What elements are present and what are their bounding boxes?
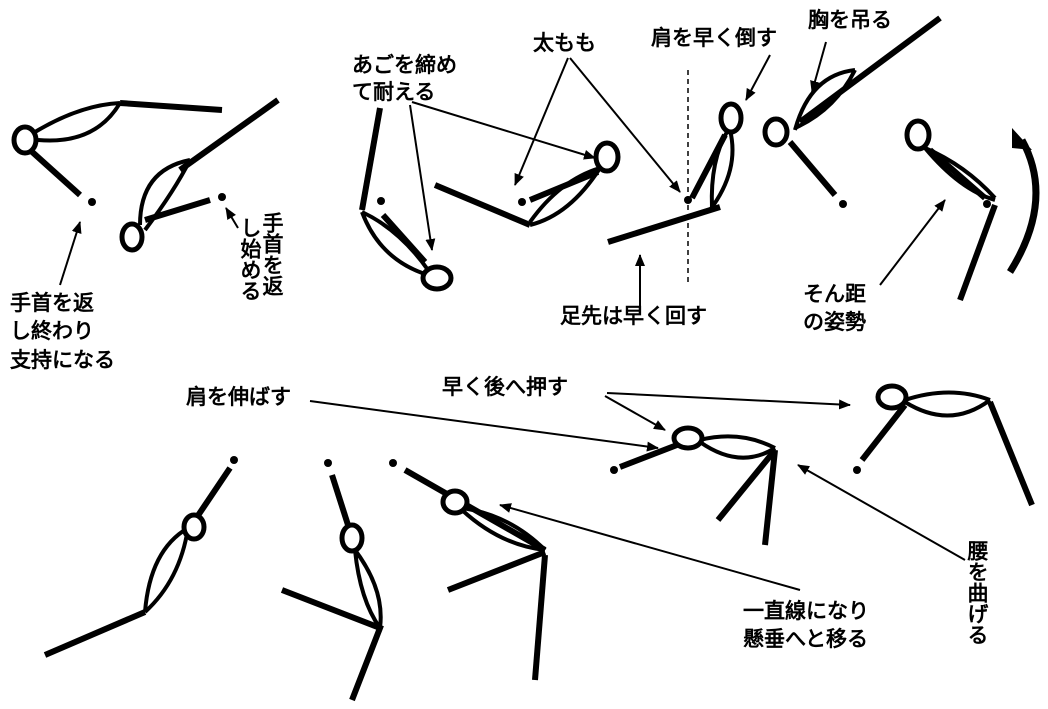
label-chin-2: て耐える [352, 80, 435, 104]
label-wrist-finish-1: 手首を返 [10, 291, 94, 315]
label-sonkyo-1: そん距 [803, 282, 866, 306]
label-sonkyo-2: の姿勢 [803, 310, 866, 334]
figure-hang-1 [280, 459, 384, 702]
label-waist: 腰を曲げる [965, 540, 990, 645]
label-shoulder-extend: 肩を伸ばす [186, 385, 291, 409]
label-straight-2: 懸垂へと移る [743, 627, 868, 651]
label-push-back: 早く後へ押す [442, 375, 568, 399]
figure-thigh [433, 140, 621, 228]
figure-sonkyo [904, 118, 1040, 302]
arrows [59, 41, 966, 591]
label-wrist-finish-2: し終わり [10, 319, 94, 343]
label-wrist-finish-3: 支持になる [10, 348, 115, 372]
label-wrist-start-2: し始める [238, 217, 262, 301]
figure-wrist-start [119, 97, 280, 253]
figure-shoulder-extend [43, 456, 238, 658]
label-toes: 足先は早く回す [560, 304, 707, 328]
label-chin-1: あごを締め [352, 53, 457, 77]
label-straight-1: 一直線になり [743, 599, 869, 623]
figure-push-back-1 [610, 425, 778, 546]
curved-arrow [1007, 138, 1040, 274]
label-chest: 胸を吊る [808, 8, 892, 32]
figure-support-finish [11, 100, 223, 206]
label-wrist-start-1: 手首を返 [260, 212, 284, 296]
label-shoulder-tilt: 肩を早く倒す [651, 26, 777, 50]
label-thigh: 太もも [533, 31, 596, 55]
figure-shoulder-tilt [607, 70, 744, 285]
figure-chest [762, 15, 942, 208]
figure-chin [359, 107, 454, 292]
figure-hang-2 [389, 459, 548, 681]
figure-push-back-2 [853, 383, 1035, 507]
